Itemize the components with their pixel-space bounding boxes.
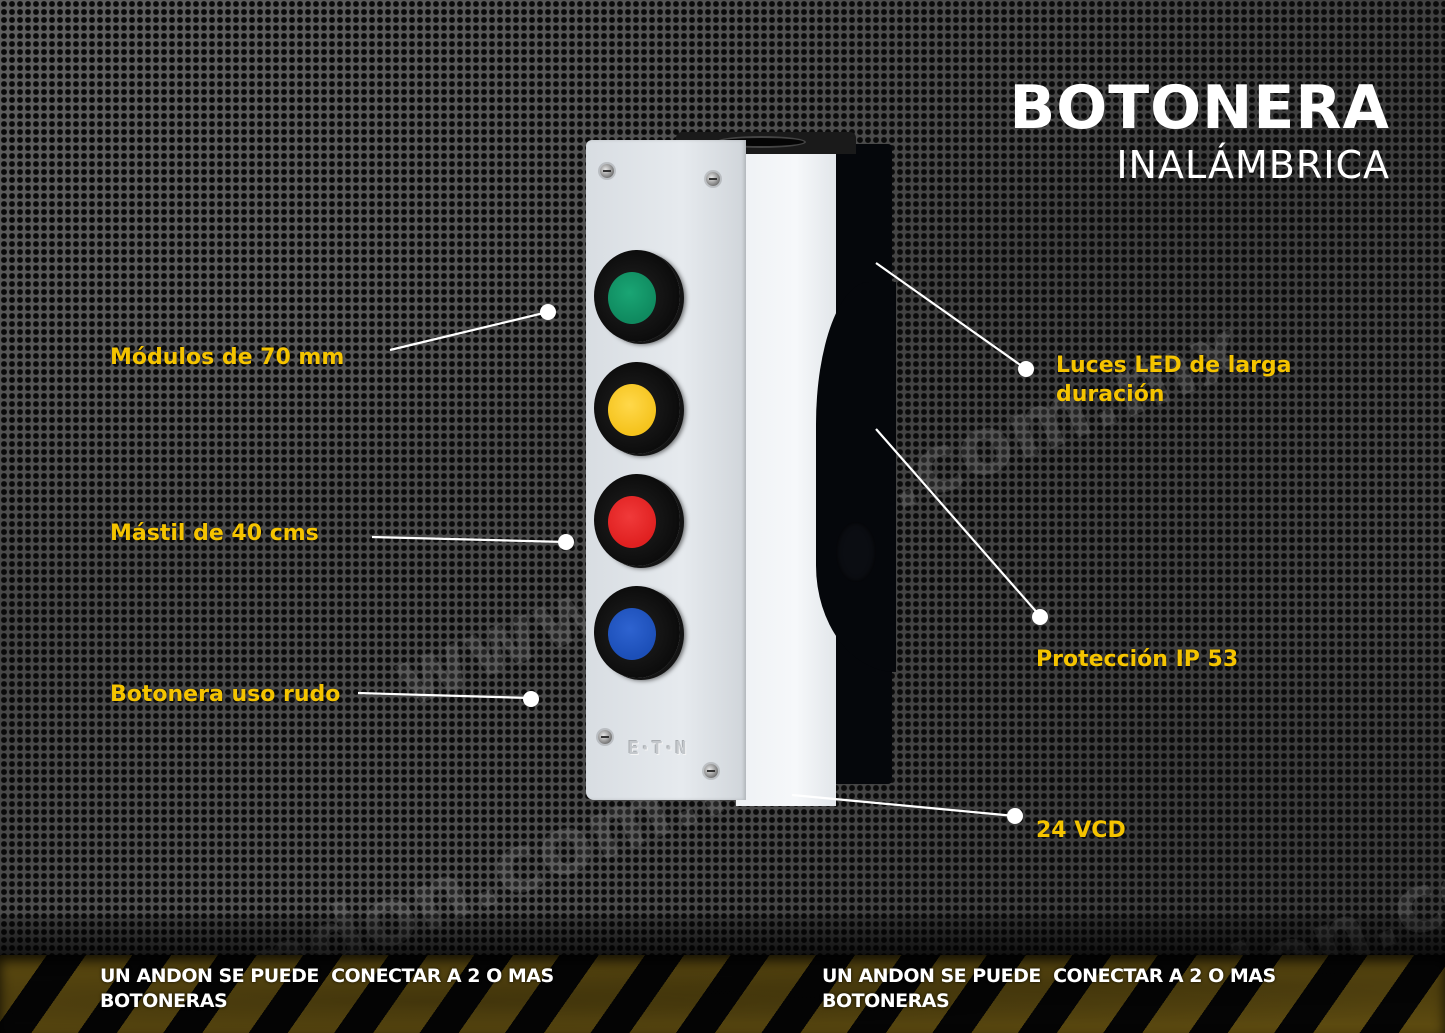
screw-icon: [706, 172, 720, 186]
device-cable-port: [836, 522, 876, 582]
footer-note-left-line2: BOTONERAS: [100, 990, 228, 1012]
brand-logo: E·T·N: [628, 738, 688, 759]
button-cap-blue: [608, 608, 656, 660]
device-front-panel: E·T·N: [586, 140, 746, 800]
footer-note-left: UN ANDON SE PUEDE CONECTAR A 2 O MAS BOT…: [100, 964, 660, 1014]
footer-note-right-line2: BOTONERAS: [822, 990, 950, 1012]
button-cap-green: [608, 272, 656, 324]
label-led: Luces LED de larga duración: [1056, 351, 1292, 409]
label-led-line1: Luces LED de larga: [1056, 353, 1292, 378]
label-rugged: Botonera uso rudo: [110, 682, 341, 707]
button-cap-red: [608, 496, 656, 548]
footer-note-right-line1: UN ANDON SE PUEDE CONECTAR A 2 O MAS: [822, 965, 1276, 987]
blue-push-button: [594, 586, 680, 678]
page-title: BOTONERA: [1009, 73, 1390, 143]
green-push-button: [594, 250, 680, 342]
screw-icon: [600, 164, 614, 178]
red-push-button: [594, 474, 680, 566]
page-subtitle: INALÁMBRICA: [1116, 143, 1390, 187]
device-side-cutout: [816, 282, 896, 672]
label-voltage: 24 VCD: [1036, 818, 1126, 843]
label-ip-rating: Protección IP 53: [1036, 647, 1239, 672]
footer-note-left-line1: UN ANDON SE PUEDE CONECTAR A 2 O MAS: [100, 965, 554, 987]
screw-icon: [704, 764, 718, 778]
label-modules: Módulos de 70 mm: [110, 345, 345, 370]
label-mast: Mástil de 40 cms: [110, 521, 319, 546]
label-led-line2: duración: [1056, 382, 1165, 407]
hazard-stripe-band: [0, 955, 1445, 1033]
yellow-push-button: [594, 362, 680, 454]
button-cap-yellow: [608, 384, 656, 436]
screw-icon: [598, 730, 612, 744]
footer-note-right: UN ANDON SE PUEDE CONECTAR A 2 O MAS BOT…: [822, 964, 1382, 1014]
push-button-station: E·T·N: [586, 132, 896, 812]
